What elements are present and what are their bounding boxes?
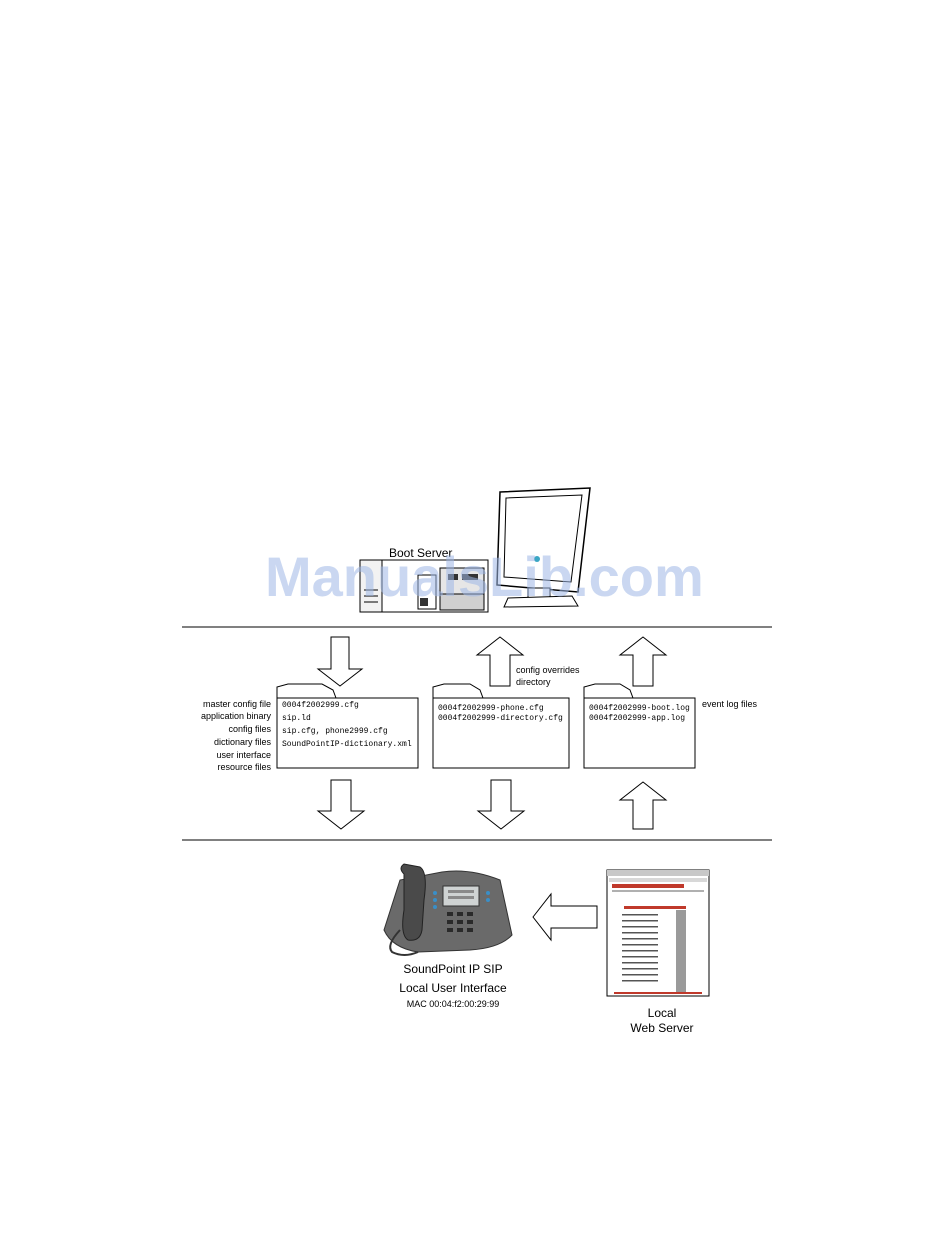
web-to-phone-arrow — [532, 892, 598, 942]
overrides-folder: 0004f2002999-phone.cfg 0004f2002999-dire… — [432, 683, 570, 769]
web-server-label-line1: Local — [648, 1006, 677, 1020]
web-server-label-line2: Web Server — [630, 1021, 693, 1035]
server-icon — [359, 559, 489, 613]
file-name: 0004f2002999-boot.log — [589, 704, 690, 713]
boot-to-phone-arrow — [316, 779, 366, 830]
file-name: 0004f2002999-directory.cfg — [438, 714, 563, 723]
file-type-labels: master config file application binary co… — [201, 699, 272, 772]
file-type-label: user interface — [216, 750, 271, 760]
boot-files-folder: 0004f2002999.cfg sip.ld sip.cfg, phone29… — [276, 683, 419, 769]
logs-folder: 0004f2002999-boot.log 0004f2002999-app.l… — [583, 683, 696, 769]
overrides-upload-arrow — [475, 636, 525, 687]
file-name: sip.ld — [282, 714, 311, 723]
file-type-label: config files — [228, 724, 271, 734]
phone-title: SoundPoint IP SIP — [403, 962, 502, 976]
directory-label: directory — [516, 677, 551, 687]
file-type-label: dictionary files — [214, 737, 272, 747]
file-name: 0004f2002999-app.log — [589, 714, 685, 723]
file-name: sip.cfg, phone2999.cfg — [282, 727, 388, 736]
config-overrides-label: config overrides — [516, 665, 580, 675]
phone-subtitle: Local User Interface — [399, 981, 507, 995]
file-type-label: master config file — [203, 699, 271, 709]
logs-upload-arrow — [618, 636, 668, 687]
monitor-icon — [496, 487, 591, 608]
file-type-label: resource files — [217, 762, 271, 772]
web-page-icon — [606, 869, 710, 997]
overrides-to-phone-arrow — [476, 779, 526, 830]
event-log-files-label: event log files — [702, 699, 758, 709]
phone-icon — [383, 863, 513, 956]
file-name: 0004f2002999-phone.cfg — [438, 704, 544, 713]
file-type-label: application binary — [201, 711, 272, 721]
watermark: ManualsLib.com — [265, 545, 704, 608]
logs-from-phone-arrow — [618, 781, 668, 830]
boot-server-label: Boot Server — [389, 546, 452, 560]
boot-download-arrow — [316, 636, 364, 687]
phone-mac: MAC 00:04:f2:00:29:99 — [407, 999, 500, 1009]
file-name: 0004f2002999.cfg — [282, 701, 359, 710]
file-name: SoundPointIP-dictionary.xml — [282, 740, 412, 749]
